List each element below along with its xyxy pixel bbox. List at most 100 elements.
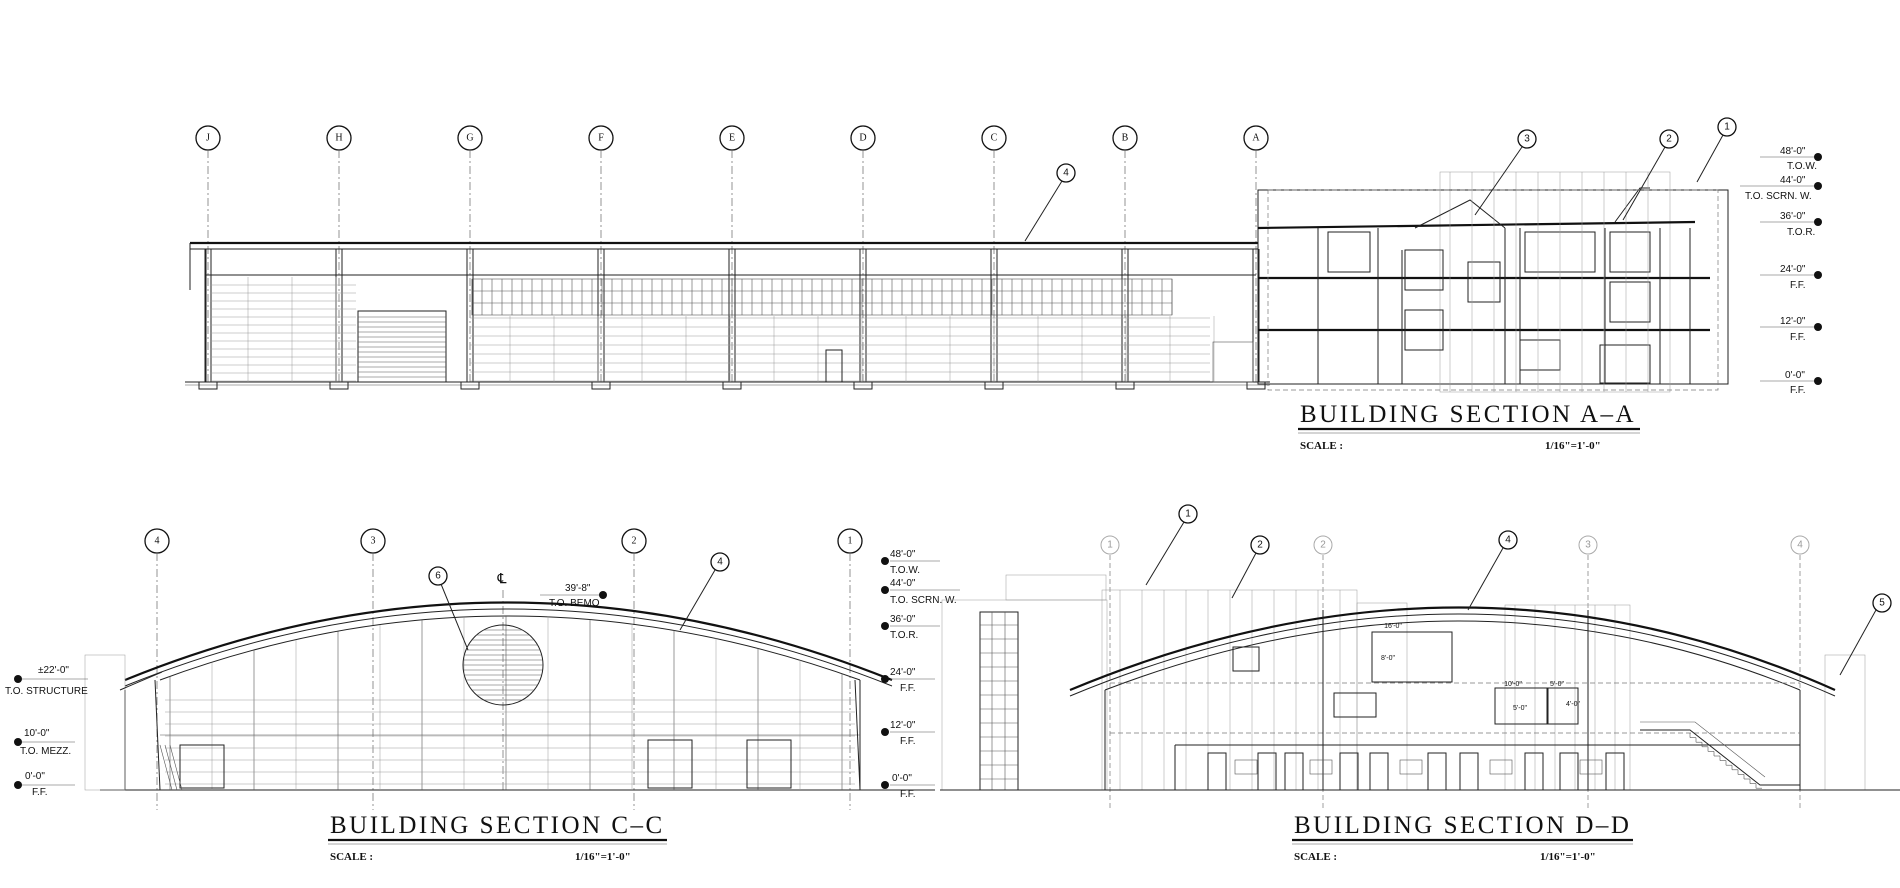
svg-text:T.O. BEMO: T.O. BEMO [549, 598, 600, 609]
grid-line-b: B [1112, 125, 1138, 385]
svg-text:±22'-0": ±22'-0" [38, 665, 69, 676]
callout-5: 5 [1839, 593, 1892, 676]
svg-text:B: B [1122, 133, 1129, 144]
grid-line-4: 4 [144, 528, 170, 810]
level-44: 44'-0"T.O. SCRN. W. [1740, 175, 1822, 202]
callout-6: 6 [428, 566, 469, 651]
grid-line-a: A [1243, 125, 1269, 385]
svg-text:12'-0": 12'-0" [1780, 316, 1806, 327]
building-section-a-a: J H G F E D C B A [185, 117, 1822, 452]
svg-text:D: D [859, 133, 866, 144]
level-24: 24'-0"F.F. [881, 667, 935, 694]
grid-line-j: J [195, 125, 221, 385]
svg-text:C: C [991, 133, 998, 144]
svg-text:0'-0": 0'-0" [1785, 370, 1805, 381]
level-0: 0'-0" F.F. [1760, 370, 1822, 396]
title-block-a-a: BUILDING SECTION A–A SCALE : 1/16"=1'-0" [1298, 401, 1640, 452]
svg-text:44'-0": 44'-0" [890, 578, 916, 589]
svg-text:T.O.W.: T.O.W. [890, 565, 920, 576]
svg-text:4: 4 [1797, 540, 1803, 551]
level-36: 36'-0"T.O.R. [1760, 211, 1822, 238]
svg-text:T.O. SCRN. W.: T.O. SCRN. W. [890, 595, 957, 606]
svg-text:A: A [1252, 133, 1260, 144]
svg-text:2: 2 [1666, 134, 1672, 145]
svg-text:T.O. STRUCTURE: T.O. STRUCTURE [5, 686, 88, 697]
svg-text:3: 3 [1585, 540, 1591, 551]
svg-text:℄: ℄ [497, 570, 507, 586]
svg-text:1: 1 [1107, 540, 1113, 551]
title-block-d-d: BUILDING SECTION D–D SCALE : 1/16"=1'-0" [1292, 812, 1633, 863]
level-markers-c-c-left: ±22'-0"T.O. STRUCTURE 10'-0"T.O. MEZZ. 0… [5, 665, 88, 798]
grid-line-1: 1 [1100, 535, 1120, 810]
svg-text:F.F.: F.F. [900, 683, 916, 694]
section-title-d-d: BUILDING SECTION D–D [1294, 812, 1631, 839]
callouts-d-d: 1 2 4 5 [1145, 504, 1892, 676]
level-markers-c-c-right: 48'-0"T.O.W. 44'-0"T.O. SCRN. W. 36'-0"T… [881, 549, 960, 800]
level-0: 0'-0"F.F. [14, 771, 75, 798]
callout-4: 4 [679, 552, 730, 631]
callout-2: 2 [1622, 129, 1679, 221]
svg-text:F.F.: F.F. [1790, 385, 1806, 396]
svg-text:10'-0": 10'-0" [1504, 681, 1522, 688]
grid-lines-c-c: 4 3 2 1 [144, 528, 863, 810]
building-section-c-c: 4 3 2 1 ℄ [5, 528, 960, 863]
svg-text:0'-0": 0'-0" [892, 773, 912, 784]
svg-text:F: F [598, 133, 604, 144]
level-0: 0'-0"F.F. [881, 773, 935, 800]
svg-text:1: 1 [848, 536, 853, 547]
scale-label-c-c: SCALE : [330, 851, 373, 863]
callout-1: 1 [1696, 117, 1737, 183]
svg-text:F.F.: F.F. [900, 736, 916, 747]
svg-text:3: 3 [371, 536, 376, 547]
level-24: 24'-0"F.F. [1760, 264, 1822, 291]
scale-label-a-a: SCALE : [1300, 440, 1343, 452]
svg-text:12'-0": 12'-0" [890, 720, 916, 731]
svg-text:8'-0": 8'-0" [1381, 655, 1395, 662]
svg-text:24'-0": 24'-0" [1780, 264, 1806, 275]
section-title-a-a: BUILDING SECTION A–A [1300, 401, 1636, 428]
svg-text:5: 5 [1879, 598, 1885, 609]
svg-text:4: 4 [1063, 168, 1069, 179]
svg-text:44'-0": 44'-0" [1780, 175, 1806, 186]
scale-label-d-d: SCALE : [1294, 851, 1337, 863]
svg-text:4: 4 [1505, 535, 1511, 546]
scale-value-d-d: 1/16"=1'-0" [1540, 851, 1596, 863]
callout-1: 1 [1145, 504, 1198, 586]
level-44: 44'-0" T.O. SCRN. W. [881, 578, 960, 606]
svg-text:4: 4 [155, 536, 160, 547]
svg-text:2: 2 [1320, 540, 1326, 551]
svg-text:T.O.R.: T.O.R. [1787, 227, 1815, 238]
svg-text:39'-8": 39'-8" [565, 583, 591, 594]
svg-text:5'-0": 5'-0" [1550, 681, 1564, 688]
svg-text:5'-0": 5'-0" [1513, 705, 1527, 712]
callout-4: 4 [1024, 163, 1076, 242]
callout-3: 3 [1474, 129, 1537, 216]
svg-text:T.O.R.: T.O.R. [890, 630, 918, 641]
svg-text:0'-0": 0'-0" [25, 771, 45, 782]
grid-line-f: F [588, 125, 614, 385]
svg-text:3: 3 [1524, 134, 1530, 145]
svg-text:H: H [335, 133, 342, 144]
warehouse-section [185, 241, 1270, 390]
grid-line-e: E [719, 125, 745, 385]
callout-2: 2 [1231, 535, 1270, 599]
level-36: 36'-0"T.O.R. [881, 614, 940, 641]
svg-text:T.O. MEZZ.: T.O. MEZZ. [20, 746, 71, 757]
svg-text:16'-0": 16'-0" [1384, 623, 1402, 630]
svg-text:2: 2 [632, 536, 637, 547]
title-block-c-c: BUILDING SECTION C–C SCALE : 1/16"=1'-0" [328, 812, 667, 863]
office-block-section [1257, 171, 1729, 393]
svg-text:4'-0": 4'-0" [1566, 701, 1580, 708]
svg-text:48'-0": 48'-0" [1780, 146, 1806, 157]
section-title-c-c: BUILDING SECTION C–C [330, 812, 665, 839]
callouts-c-c: 6 4 [428, 552, 730, 651]
svg-text:J: J [206, 133, 210, 144]
svg-text:6: 6 [435, 571, 441, 582]
grid-line-g: G [457, 125, 483, 385]
svg-text:1: 1 [1185, 509, 1191, 520]
grid-line-3: 3 [360, 528, 386, 810]
grid-line-d: D [850, 125, 876, 385]
callout-4: 4 [1467, 530, 1518, 611]
grid-line-1: 1 [837, 528, 863, 810]
grid-lines-a-a: J H G F E D C B A [195, 125, 1269, 385]
